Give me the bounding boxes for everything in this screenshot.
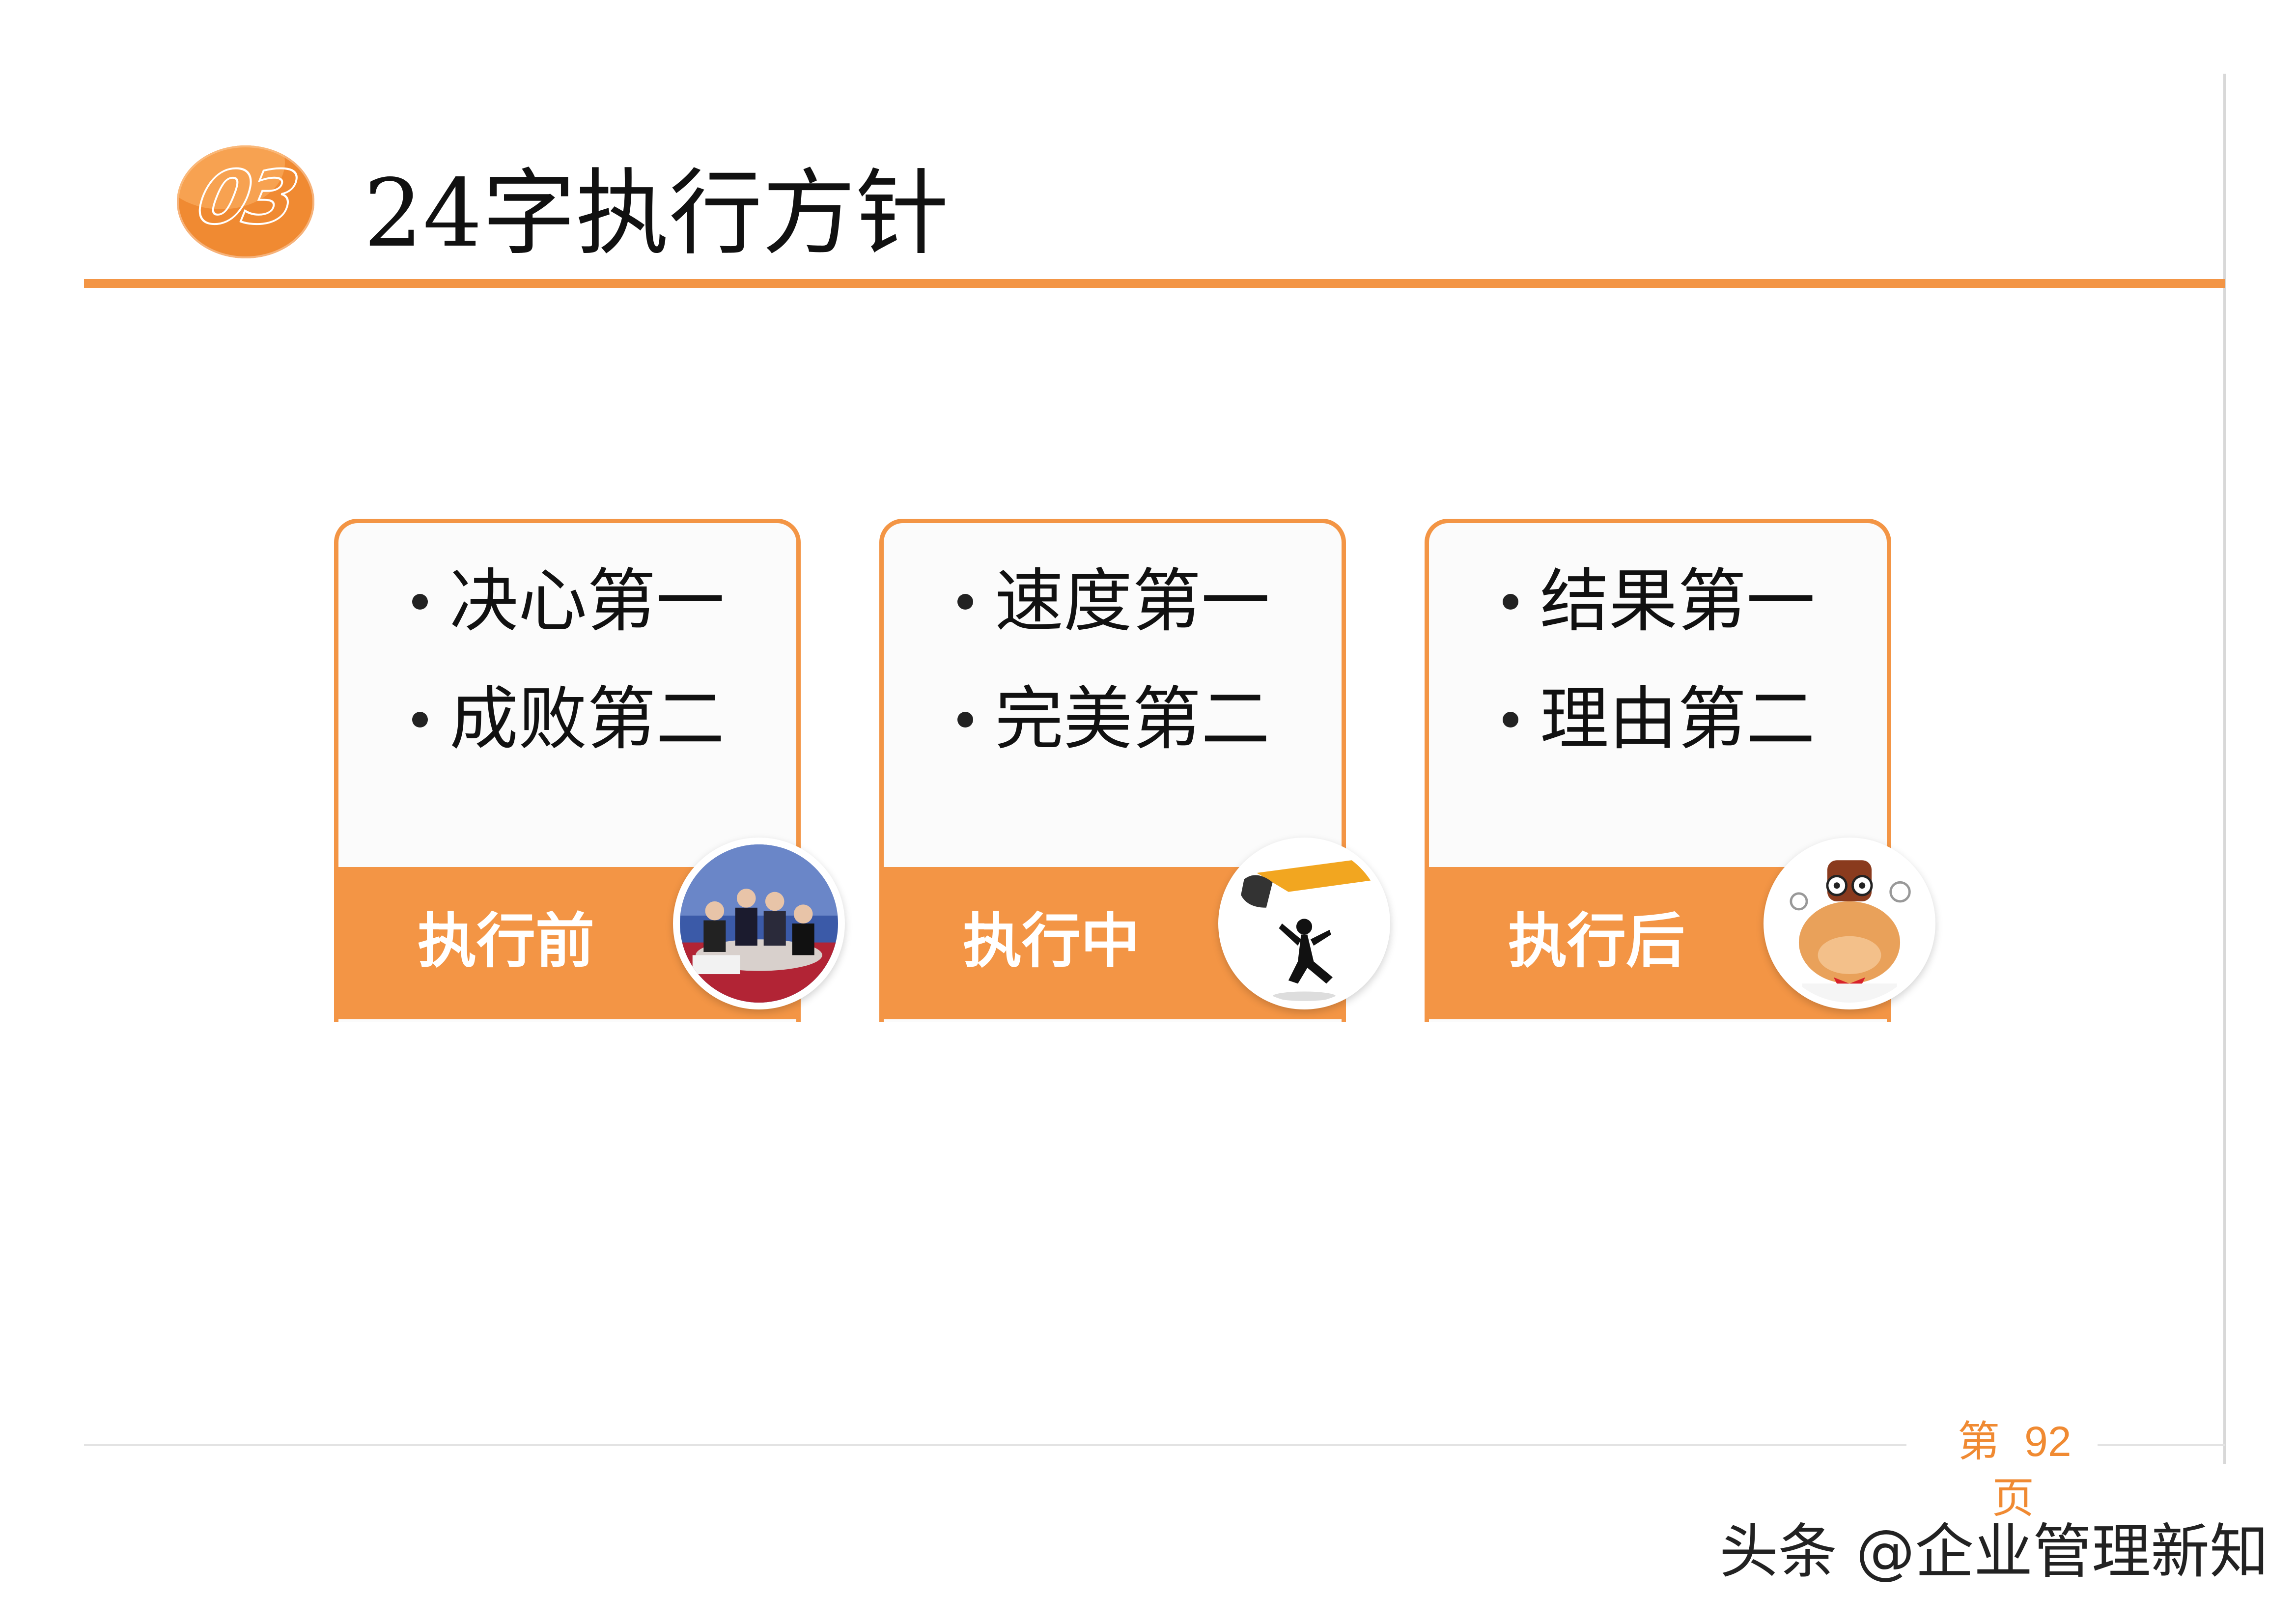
bullet-list: 速度第一 完美第二 [957,558,1270,764]
business-meeting-image [673,838,845,1009]
bullet-dot [957,712,973,728]
bullet-text: 决心第一 [449,561,725,642]
header-divider [84,279,2225,288]
card-after-execution: 结果第一 理由第二 执行后 [1425,519,1935,1022]
bullet-list: 结果第一 理由第二 [1503,558,1815,764]
bullet-text: 理由第二 [1540,679,1816,759]
footer-divider-left [84,1444,1906,1446]
bullet-dot [412,712,428,728]
bullet-list: 决心第一 成败第二 [412,558,725,764]
bullet-item: 速度第一 [957,558,1270,646]
bullet-dot [1503,712,1518,728]
bullet-text: 结果第一 [1540,561,1816,642]
watermark: 头条 @企业管理新知 [1719,1518,2269,1586]
section-number: 03 [189,154,302,242]
card-during-execution: 速度第一 完美第二 执行中 [879,519,1390,1022]
bullet-dot [1503,594,1518,610]
cartoon-character-image [1764,838,1935,1009]
footer-divider-right [2098,1444,2225,1446]
bullet-dot [412,594,428,610]
page-suffix: 页 [1992,1474,2034,1523]
bullet-text: 完美第二 [995,679,1270,759]
bullet-item: 决心第一 [412,558,725,646]
card-footer: 执行后 [1425,838,1935,1019]
running-man-image [1218,838,1390,1009]
slide-title: 24字执行方针 [364,159,949,268]
page-number-value: 92 [2024,1418,2072,1465]
bullet-dot [957,594,973,610]
page-number: 第 92 [1958,1415,2072,1469]
bullet-text: 成败第二 [449,679,725,759]
section-number-badge: 03 [177,145,314,258]
card-label: 执行中 [963,907,1140,976]
page-prefix: 第 [1958,1417,2000,1466]
right-border-line [2223,74,2226,1464]
card-label: 执行前 [418,907,594,976]
card-before-execution: 决心第一 成败第二 执行前 [334,519,845,1022]
card-footer: 执行前 [334,838,845,1019]
bullet-item: 理由第二 [1503,675,1815,764]
card-footer: 执行中 [879,838,1390,1019]
bullet-item: 结果第一 [1503,558,1815,646]
bullet-item: 完美第二 [957,675,1270,764]
card-label: 执行后 [1508,907,1685,976]
bullet-text: 速度第一 [995,561,1270,642]
bullet-item: 成败第二 [412,675,725,764]
